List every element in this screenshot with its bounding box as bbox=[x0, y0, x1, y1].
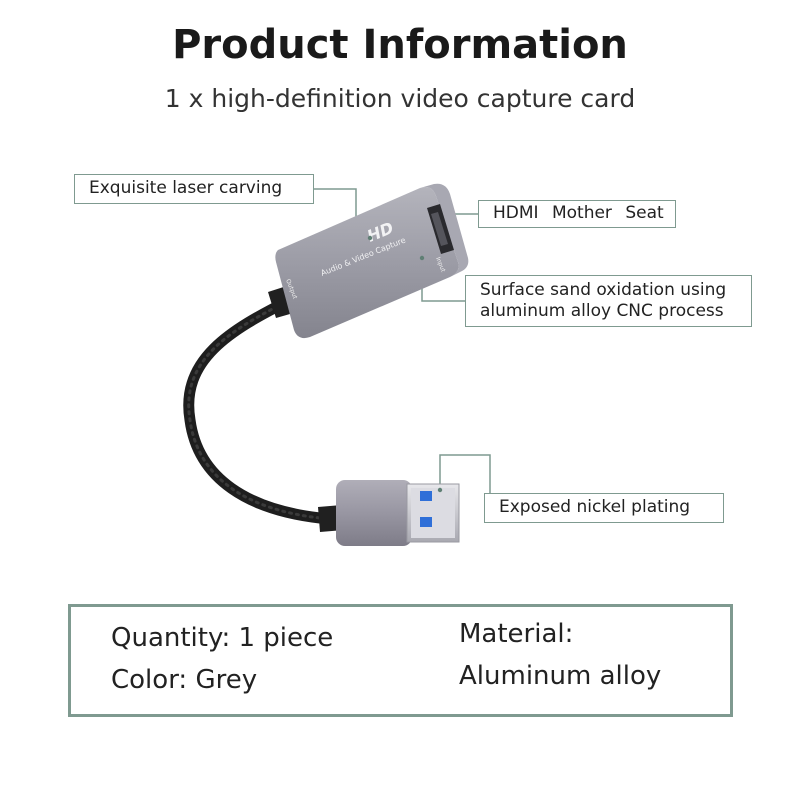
spec-material-label: Material: bbox=[459, 619, 574, 649]
callout-nickel-plating: Exposed nickel plating bbox=[484, 493, 724, 523]
capture-device-body: HD Audio & Video Capture Input Output bbox=[275, 183, 469, 339]
marker-dot-laser bbox=[367, 235, 373, 241]
page-subtitle: 1 x high-definition video capture card bbox=[164, 84, 636, 113]
callout-surface-process: Surface sand oxidation using aluminum al… bbox=[465, 275, 752, 327]
marker-dot-nickel bbox=[437, 487, 443, 493]
callout-surface-line2: aluminum alloy CNC process bbox=[480, 301, 724, 321]
spec-box: Quantity: 1 piece Color: Grey Material: … bbox=[68, 604, 733, 717]
marker-dot-surface bbox=[419, 255, 425, 261]
callout-nickel-text: Exposed nickel plating bbox=[499, 497, 691, 518]
callout-surface-line1: Surface sand oxidation using bbox=[480, 279, 727, 300]
page-title: Product Information bbox=[172, 22, 628, 68]
usb-contact-top bbox=[420, 491, 432, 501]
callout-laser-text: Exquisite laser carving bbox=[89, 178, 283, 199]
usb-plug bbox=[336, 480, 460, 546]
spec-quantity: Quantity: 1 piece bbox=[111, 623, 334, 653]
callout-laser-carving: Exquisite laser carving bbox=[74, 174, 314, 204]
usb-contact-bottom bbox=[420, 517, 432, 527]
spec-color: Color: Grey bbox=[111, 665, 258, 695]
spec-material-value: Aluminum alloy bbox=[459, 661, 662, 691]
callout-hdmi-seat: HDMI Mother Seat bbox=[478, 200, 676, 228]
callout-hdmi-text: HDMI Mother Seat bbox=[493, 203, 664, 224]
